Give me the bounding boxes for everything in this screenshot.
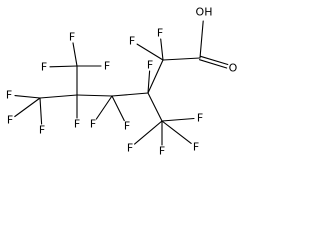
atom-label: OH bbox=[196, 6, 213, 19]
single-bond bbox=[134, 120, 163, 145]
atom-label: F bbox=[7, 114, 13, 127]
atom-label: F bbox=[129, 35, 135, 48]
single-bond bbox=[160, 38, 164, 61]
atom-label: F bbox=[6, 89, 12, 102]
single-bond bbox=[49, 65, 78, 68]
single-bond bbox=[161, 117, 195, 122]
atom-label: F bbox=[124, 120, 130, 133]
single-bond bbox=[39, 94, 78, 99]
single-bond bbox=[76, 94, 113, 97]
single-bond bbox=[14, 97, 41, 118]
single-bond bbox=[199, 20, 204, 59]
single-bond bbox=[161, 120, 192, 144]
atom-label: F bbox=[39, 124, 45, 137]
single-bond bbox=[72, 42, 78, 67]
single-bond bbox=[14, 95, 41, 99]
single-bond bbox=[111, 95, 125, 122]
atom-label: F bbox=[159, 145, 165, 158]
single-bond bbox=[147, 92, 163, 122]
atom-label: F bbox=[127, 142, 133, 155]
single-bond bbox=[162, 57, 201, 61]
single-bond bbox=[136, 43, 164, 61]
atom-label: F bbox=[197, 112, 203, 125]
single-bond bbox=[111, 92, 149, 97]
atom-label: F bbox=[147, 59, 153, 72]
double-bond-line bbox=[198, 59, 228, 69]
single-bond bbox=[147, 70, 151, 94]
double-bond-line bbox=[199, 55, 229, 66]
single-bond bbox=[39, 97, 43, 125]
atom-label: F bbox=[193, 141, 199, 154]
atom-label: O bbox=[229, 62, 238, 75]
atom-label: F bbox=[69, 31, 75, 44]
atom-label: F bbox=[74, 118, 80, 131]
atom-label: F bbox=[41, 61, 47, 74]
single-bond bbox=[147, 59, 164, 94]
single-bond bbox=[95, 95, 113, 120]
bond-layer bbox=[14, 20, 229, 146]
atom-label: F bbox=[157, 27, 163, 40]
atom-label: F bbox=[104, 60, 110, 73]
atom-label: F bbox=[90, 118, 96, 131]
